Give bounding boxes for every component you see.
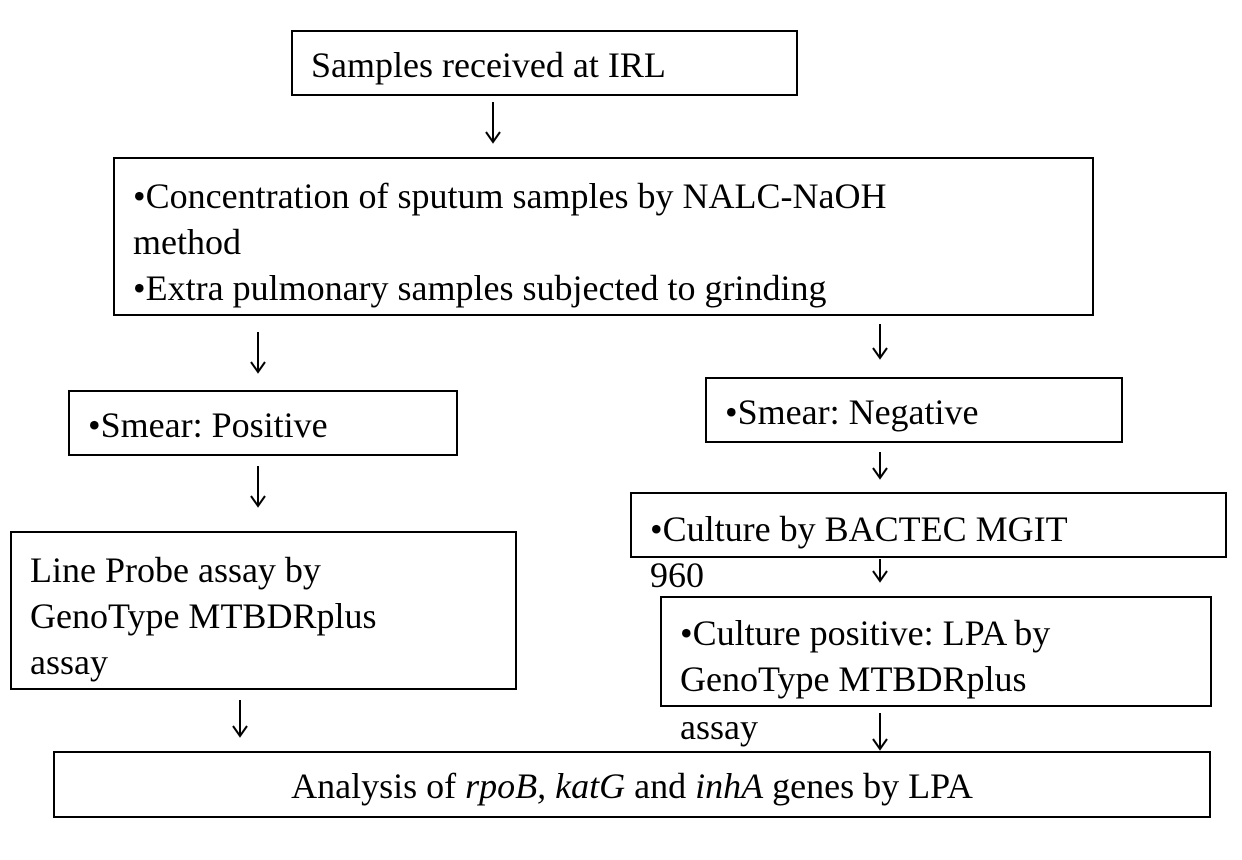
arrow-down-icon <box>232 700 248 738</box>
culture-positive-line-2: GenoType MTBDRplus <box>680 659 1027 699</box>
gene-rpob: rpoB, <box>465 766 547 806</box>
culture-line-2: 960 <box>650 555 704 595</box>
arrow-down-icon <box>872 324 888 360</box>
node-gene-analysis: Analysis of rpoB, katG and inhA genes by… <box>53 751 1211 818</box>
culture-positive-line-3: assay <box>680 707 758 747</box>
culture-positive-line-1: •Culture positive: LPA by <box>680 613 1051 653</box>
lpa-direct-line-2: GenoType MTBDRplus <box>30 596 377 636</box>
arrow-down-icon <box>250 466 266 508</box>
node-culture-positive: •Culture positive: LPA by GenoType MTBDR… <box>660 596 1212 707</box>
analysis-space <box>546 766 555 806</box>
processing-line-3: •Extra pulmonary samples subjected to gr… <box>133 268 827 308</box>
arrow-down-icon <box>250 332 266 374</box>
node-culture-bactec: •Culture by BACTEC MGIT <box>630 492 1227 558</box>
analysis-suffix: genes by LPA <box>763 766 973 806</box>
gene-katg: katG <box>555 766 626 806</box>
node-line-probe-assay: Line Probe assay by GenoType MTBDRplus a… <box>10 531 517 690</box>
arrow-down-icon <box>872 559 888 583</box>
gene-inha: inhA <box>695 766 764 806</box>
culture-line-1: •Culture by BACTEC MGIT <box>650 509 1068 549</box>
arrow-down-icon <box>485 102 501 144</box>
smear-positive-text: •Smear: Positive <box>88 405 328 445</box>
lpa-direct-line-1: Line Probe assay by <box>30 550 321 590</box>
smear-negative-text: •Smear: Negative <box>725 392 979 432</box>
node-samples-received: Samples received at IRL <box>291 30 798 96</box>
analysis-and: and <box>625 766 696 806</box>
arrow-down-icon <box>872 452 888 480</box>
node-smear-negative: •Smear: Negative <box>705 377 1123 443</box>
analysis-text: Analysis of rpoB, katG and inhA genes by… <box>291 766 973 806</box>
node-smear-positive: •Smear: Positive <box>68 390 458 456</box>
processing-line-1: •Concentration of sputum samples by NALC… <box>133 176 887 216</box>
lpa-direct-line-3: assay <box>30 642 108 682</box>
node-samples-received-text: Samples received at IRL <box>311 45 666 85</box>
analysis-prefix: Analysis of <box>291 766 466 806</box>
node-sample-processing: •Concentration of sputum samples by NALC… <box>113 157 1094 316</box>
arrow-down-icon <box>872 713 888 751</box>
processing-line-2: method <box>133 222 241 262</box>
